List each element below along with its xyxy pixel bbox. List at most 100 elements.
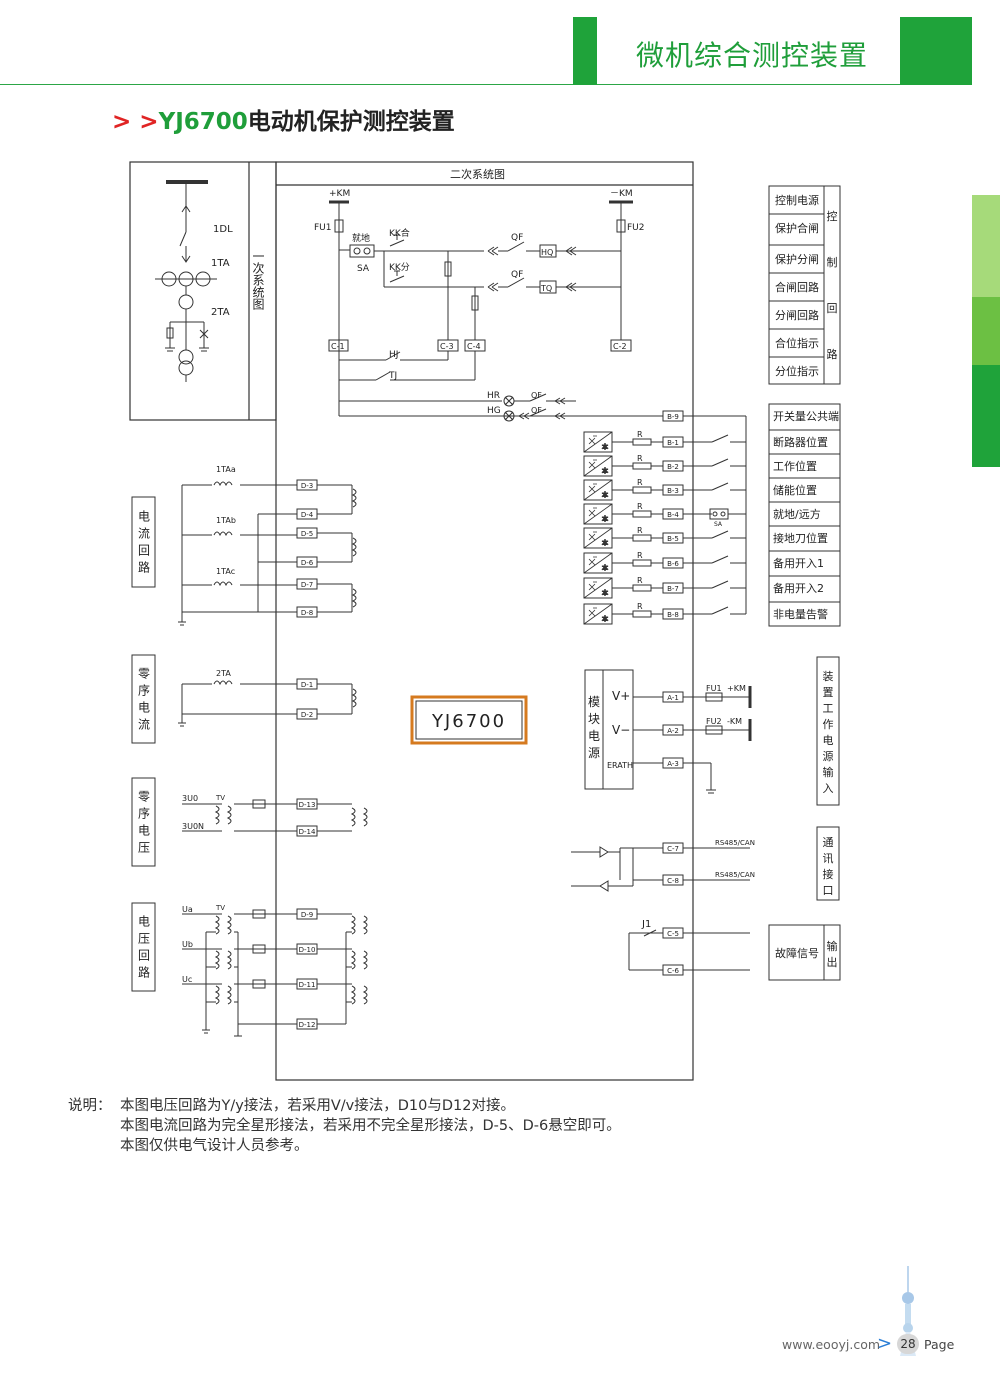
svg-text:D-11: D-11 — [299, 981, 316, 989]
control-circuit — [328, 200, 663, 422]
svg-text:路: 路 — [138, 965, 150, 980]
svg-text:序: 序 — [138, 806, 150, 821]
svg-text:口: 口 — [823, 884, 834, 897]
header-green-block-right — [900, 17, 972, 85]
svg-text:电: 电 — [138, 510, 150, 524]
control-item: 分闸回路 — [775, 309, 819, 322]
svg-text:输: 输 — [823, 765, 834, 779]
svg-text:D-2: D-2 — [301, 711, 313, 719]
terminal-a-3: A-3 — [662, 757, 684, 769]
resistor-label: R — [637, 502, 643, 511]
secondary-label: 二次系统图 — [450, 167, 505, 181]
svg-text:D-13: D-13 — [299, 801, 316, 809]
v-uc: Uc — [182, 975, 192, 984]
note-line: 本图电压回路为Y/y接法，若采用V/v接法，D10与D12对接。 — [120, 1098, 515, 1114]
footer-url[interactable]: www.eooyj.com — [782, 1337, 881, 1352]
top-kk-fen: KK分 — [389, 262, 410, 273]
top-jiudi: 就地 — [352, 232, 370, 244]
terminal-d-9: D-9 — [296, 908, 318, 920]
note-line: 本图仅供电气设计人员参考。 — [120, 1138, 309, 1154]
terminal-a-1: A-1 — [662, 691, 684, 703]
svg-text:源: 源 — [588, 746, 600, 760]
control-title-char: 回 — [827, 302, 838, 315]
pm-fu2: FU2 — [706, 717, 722, 726]
svg-text:路: 路 — [138, 560, 150, 575]
top-qf-2: QF — [511, 270, 523, 280]
top-qf-hg: QF — [531, 406, 542, 415]
terminal-d-12: D-12 — [296, 1018, 318, 1030]
resistor-label: R — [637, 478, 643, 487]
terminal-b-1: B-1 — [662, 436, 684, 448]
terminal-d-5: D-5 — [296, 527, 318, 539]
terminal-d-4: D-4 — [296, 508, 318, 520]
terminal-d-7: D-7 — [296, 578, 318, 590]
svg-text:接: 接 — [823, 868, 834, 881]
terminal-c-8: C-8 — [662, 874, 684, 886]
svg-text:电: 电 — [138, 915, 150, 929]
primary-label: 一次系统图 — [251, 250, 265, 310]
out-j1: J1 — [641, 919, 651, 930]
svg-text:D-12: D-12 — [299, 1021, 316, 1029]
terminal-b-3: B-3 — [662, 484, 684, 496]
svg-text:D-1: D-1 — [301, 681, 313, 689]
primary-1dl: 1DL — [213, 224, 233, 235]
ta-c: 1TAc — [216, 567, 235, 576]
current-circuit — [178, 481, 357, 626]
top-qf-hr: QF — [531, 391, 542, 400]
ta-a: 1TAa — [216, 465, 236, 474]
zero-voltage-circuit — [182, 799, 368, 832]
svg-text:通: 通 — [823, 836, 834, 849]
pm-plus-km: +KM — [727, 684, 746, 693]
header-rule — [0, 84, 972, 85]
terminal-c-5: C-5 — [662, 927, 684, 939]
voltage-label: 电压回路 — [138, 915, 150, 980]
control-item: 保护分闸 — [775, 252, 819, 266]
zero-current-circuit — [178, 680, 357, 727]
input-item: 开关量公共端 — [773, 409, 839, 423]
zv-3u0n: 3U0N — [182, 822, 204, 831]
input-item: 储能位置 — [773, 483, 817, 497]
top-sa: SA — [357, 264, 370, 274]
misc-terminals: B-9B-1RB-2RB-3RB-4RSAB-5RB-6RB-7RB-8RA-1… — [637, 410, 723, 976]
device-block: YJ6700 — [410, 695, 528, 745]
resistor-label: R — [637, 454, 643, 463]
resistor-label: R — [637, 551, 643, 560]
terminal-d-1: D-1 — [296, 678, 318, 690]
top-hq: HQ — [541, 248, 553, 257]
svg-text:电: 电 — [138, 701, 150, 715]
top-hr: HR — [487, 391, 500, 401]
term-c1: C-1 — [331, 342, 345, 351]
pm-erath: ERATH — [607, 761, 633, 770]
svg-text:B-2: B-2 — [667, 463, 679, 471]
top-kk-he: KK合 — [389, 227, 410, 239]
terminal-d-3: D-3 — [296, 479, 318, 491]
svg-text:A-3: A-3 — [667, 760, 679, 768]
svg-text:回: 回 — [138, 544, 150, 558]
top-hg: HG — [487, 406, 501, 416]
input-item: 接地刀位置 — [773, 531, 828, 545]
page-title: > >YJ6700电动机保护测控装置 — [112, 102, 455, 136]
term-c4: C-4 — [467, 342, 481, 351]
svg-text:B-1: B-1 — [667, 439, 679, 447]
pm-fu1: FU1 — [706, 684, 722, 693]
terminal-d-11: D-11 — [296, 978, 318, 990]
top-tj: TJ — [388, 371, 397, 381]
svg-text:D-14: D-14 — [299, 828, 316, 836]
side-tab-dark — [972, 365, 1000, 467]
svg-text:D-6: D-6 — [301, 559, 314, 567]
svg-text:D-9: D-9 — [301, 911, 313, 919]
svg-text:D-3: D-3 — [301, 482, 313, 490]
primary-1ta: 1TA — [211, 258, 230, 269]
d-terminals: D-3D-4D-5D-6D-7D-8D-1D-2D-13D-14D-9D-10D… — [296, 479, 318, 1030]
primary-label-text: 一次系统图 — [251, 250, 265, 310]
term-c3: C-3 — [440, 342, 454, 351]
terminal-d-10: D-10 — [296, 943, 318, 955]
notes: 说明： 本图电压回路为Y/y接法，若采用V/v接法，D10与D12对接。 本图电… — [68, 1096, 621, 1156]
terminal-b-4: B-4 — [662, 508, 684, 520]
